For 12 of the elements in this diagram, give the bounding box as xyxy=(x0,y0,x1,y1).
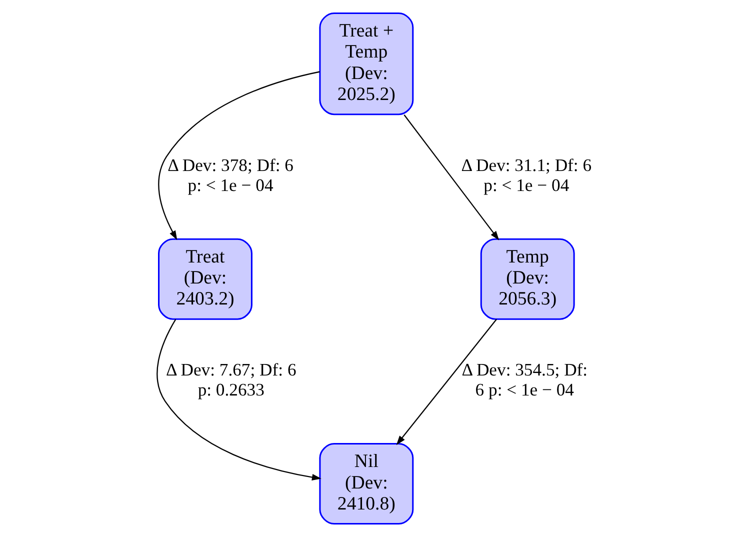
edge-label: Δ Dev: 378; Df: 6 p: < 1e − 04 xyxy=(167,154,293,195)
edge-label: Δ Dev: 31.1; Df: 6 p: < 1e − 04 xyxy=(460,154,592,195)
node-box: Treat + Temp (Dev: 2025.2) xyxy=(318,12,414,116)
edge-label: Δ Dev: 354.5; Df: 6 p: < 1e − 04 xyxy=(461,360,588,400)
arrow xyxy=(403,114,499,240)
arrow xyxy=(156,318,321,480)
node-box: Temp (Dev: 2056.3) xyxy=(480,238,574,320)
node-box: Treat (Dev: 2403.2) xyxy=(158,238,252,320)
node-box: Nil (Dev: 2410.8) xyxy=(318,443,414,525)
arrow xyxy=(396,318,496,446)
arrow xyxy=(158,71,320,240)
edge-label: Δ Dev: 7.67; Df: 6 p: 0.2633 xyxy=(165,360,296,400)
